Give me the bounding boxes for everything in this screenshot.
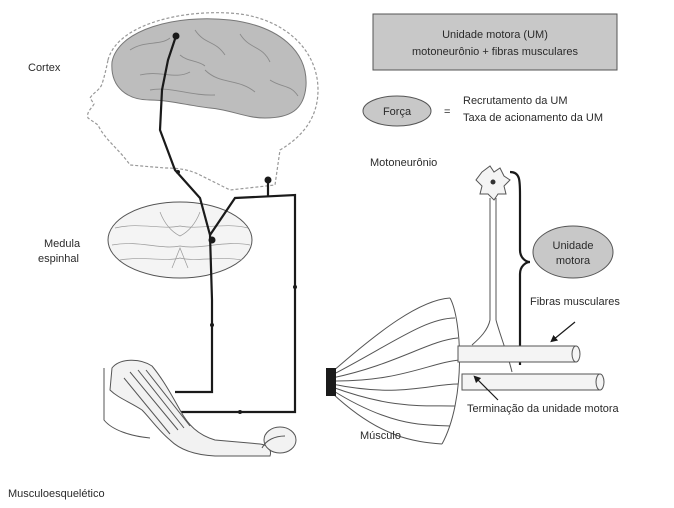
- fibers-arrow: [553, 322, 575, 340]
- forca-item1: Recrutamento da UM: [463, 95, 568, 107]
- sensory-ganglion: [265, 177, 272, 184]
- muscle-tendon: [326, 368, 336, 396]
- um-box-line1: Unidade motora (UM): [442, 29, 548, 41]
- motor-unit-brace: [510, 172, 530, 365]
- um-box-line2: motoneurônio + fibras musculares: [412, 46, 578, 58]
- label-motoneuronio: Motoneurônio: [370, 157, 437, 169]
- forca-item2: Taxa de acionamento da UM: [463, 112, 603, 124]
- spinal-cord-section: [108, 202, 252, 278]
- label-terminacao: Terminação da unidade motora: [467, 403, 619, 415]
- pathway-node: [210, 323, 214, 327]
- forca-equals: =: [444, 106, 450, 118]
- unidade-motora-line2: motora: [556, 255, 591, 267]
- cortex-neuron: [173, 33, 180, 40]
- label-fibras-musculares: Fibras musculares: [530, 296, 620, 308]
- label-medula-line1: Medula: [44, 238, 80, 250]
- spinal-motor-neuron: [209, 237, 216, 244]
- forca-label: Força: [383, 106, 412, 118]
- unidade-motora-ellipse: [533, 226, 613, 278]
- arm-illustration: [104, 360, 296, 456]
- label-cortex: Cortex: [28, 62, 60, 74]
- muscle: [332, 298, 460, 444]
- label-musculo: Músculo: [360, 430, 401, 442]
- muscle-fibers: [458, 346, 604, 390]
- unidade-motora-line1: Unidade: [553, 240, 594, 252]
- motor-unit-box: [373, 14, 617, 70]
- pathway-node: [176, 170, 180, 174]
- pathway-node: [293, 285, 297, 289]
- motoneuron-nucleus: [491, 180, 496, 185]
- brain: [112, 19, 306, 118]
- label-medula-line2: espinhal: [38, 253, 79, 265]
- pathway-node: [238, 410, 242, 414]
- label-musculoesqueletico: Musculoesquelético: [8, 488, 105, 500]
